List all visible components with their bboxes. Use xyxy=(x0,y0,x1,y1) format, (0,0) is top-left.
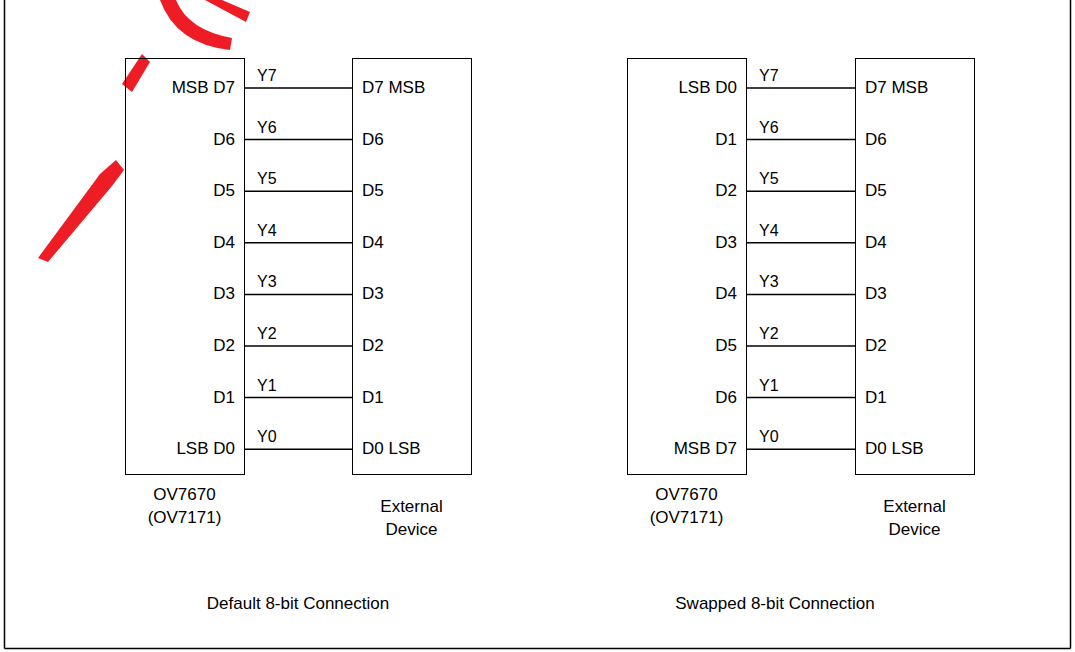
pin-name: D3 xyxy=(213,284,235,304)
signal-name: Y3 xyxy=(256,274,278,290)
pin-name: D2 xyxy=(715,181,737,201)
pin-name: D6 xyxy=(715,388,737,408)
signal-wire xyxy=(747,294,855,296)
signal-name: Y6 xyxy=(758,120,780,136)
signal-name: Y0 xyxy=(758,429,780,445)
signal-name: Y0 xyxy=(256,429,278,445)
pin-name: MSB D7 xyxy=(674,439,737,459)
pin-name: D5 xyxy=(715,336,737,356)
pin-name: D4 xyxy=(213,233,235,253)
signal-name: Y4 xyxy=(256,223,278,239)
page-frame xyxy=(5,0,1071,649)
pin-name: D3 xyxy=(865,284,887,304)
chip-box: MSB D7D6D5D4D3D2D1LSB D0OV7670 (OV7171) xyxy=(125,58,245,475)
pin-name: MSB D7 xyxy=(172,78,235,98)
chip-box: D7 MSBD6D5D4D3D2D1D0 LSBExternal Device xyxy=(855,58,975,475)
pin-name: D1 xyxy=(362,388,384,408)
signal-wire xyxy=(747,345,855,347)
signal-name: Y5 xyxy=(758,171,780,187)
device-caption: OV7670 (OV7171) xyxy=(137,483,233,529)
chip-box: LSB D0D1D2D3D4D5D6MSB D7OV7670 (OV7171) xyxy=(627,58,747,475)
pin-name: D1 xyxy=(715,130,737,150)
signal-name: Y7 xyxy=(758,68,780,84)
signal-wire xyxy=(245,448,352,450)
pin-name: D6 xyxy=(362,130,384,150)
pin-name: LSB D0 xyxy=(176,439,235,459)
pin-name: D4 xyxy=(362,233,384,253)
pin-name: D1 xyxy=(213,388,235,408)
signal-name: Y1 xyxy=(758,378,780,394)
pin-name: D2 xyxy=(213,336,235,356)
signal-wire xyxy=(245,139,352,141)
signal-name: Y1 xyxy=(256,378,278,394)
pin-name: D1 xyxy=(865,388,887,408)
pin-name: D2 xyxy=(865,336,887,356)
pin-name: D4 xyxy=(865,233,887,253)
pin-name: D4 xyxy=(715,284,737,304)
device-caption: External Device xyxy=(364,495,460,541)
pin-name: D5 xyxy=(213,181,235,201)
signal-name: Y5 xyxy=(256,171,278,187)
pin-name: D2 xyxy=(362,336,384,356)
signal-name: Y2 xyxy=(256,326,278,342)
pin-name: D3 xyxy=(715,233,737,253)
pin-name: D7 MSB xyxy=(362,78,425,98)
signal-name: Y4 xyxy=(758,223,780,239)
pin-name: LSB D0 xyxy=(678,78,737,98)
signal-wire xyxy=(245,87,352,89)
signal-name: Y6 xyxy=(256,120,278,136)
draft-watermark xyxy=(38,0,250,262)
signal-wire xyxy=(747,87,855,89)
signal-wire xyxy=(747,397,855,399)
pin-name: D5 xyxy=(865,181,887,201)
signal-wire xyxy=(245,190,352,192)
pin-name: D3 xyxy=(362,284,384,304)
figure-caption: Swapped 8-bit Connection xyxy=(675,594,874,614)
signal-wire xyxy=(747,242,855,244)
signal-wire xyxy=(245,397,352,399)
pin-name: D5 xyxy=(362,181,384,201)
signal-name: Y7 xyxy=(256,68,278,84)
signal-name: Y2 xyxy=(758,326,780,342)
device-caption: External Device xyxy=(867,495,963,541)
signal-name: Y3 xyxy=(758,274,780,290)
signal-wire xyxy=(747,139,855,141)
signal-wire xyxy=(245,294,352,296)
device-caption: OV7670 (OV7171) xyxy=(639,483,735,529)
pin-name: D7 MSB xyxy=(865,78,928,98)
signal-wire xyxy=(245,242,352,244)
chip-box: D7 MSBD6D5D4D3D2D1D0 LSBExternal Device xyxy=(352,58,472,475)
signal-wire xyxy=(747,448,855,450)
figure-caption: Default 8-bit Connection xyxy=(207,594,389,614)
pin-name: D0 LSB xyxy=(362,439,421,459)
pin-name: D6 xyxy=(865,130,887,150)
pin-name: D0 LSB xyxy=(865,439,924,459)
pin-name: D6 xyxy=(213,130,235,150)
signal-wire xyxy=(747,190,855,192)
signal-wire xyxy=(245,345,352,347)
